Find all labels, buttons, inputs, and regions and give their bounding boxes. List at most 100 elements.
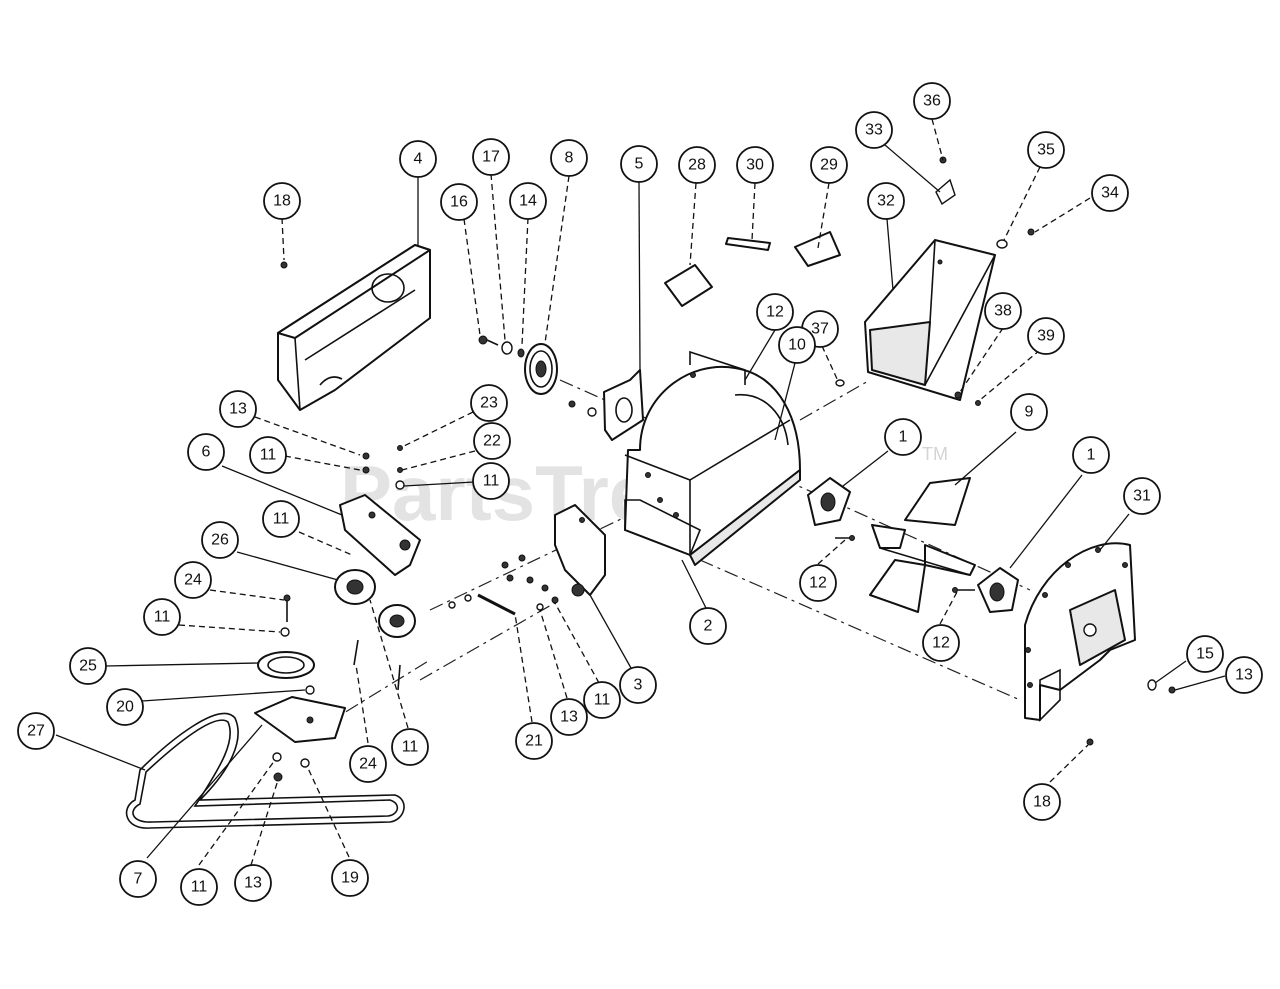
callout-36: 36 [913,82,951,120]
callout-25: 25 [69,647,107,685]
callout-label: 8 [565,150,574,167]
callout-34: 34 [1091,174,1129,212]
callout-label: 12 [932,635,950,652]
callout-13: 13 [1225,656,1263,694]
callout-32: 32 [867,182,905,220]
callout-label: 1 [1087,447,1096,464]
callout-11: 11 [262,500,300,538]
callout-label: 5 [635,156,644,173]
callout-label: 32 [877,193,895,210]
callout-label: 3 [634,677,643,694]
callout-label: 39 [1037,328,1055,345]
callout-label: 11 [594,692,611,709]
callout-label: 38 [994,303,1012,320]
callout-29: 29 [810,146,848,184]
callout-label: 14 [519,193,537,210]
leader-lines [55,118,1226,866]
callout-33: 33 [855,111,893,149]
callout-label: 25 [79,658,97,675]
callout-16: 16 [440,183,478,221]
callout-10: 10 [778,326,816,364]
part-idler-pulleys [334,569,416,691]
callout-4: 4 [399,140,437,178]
callout-label: 19 [341,870,359,887]
callout-19: 19 [331,859,369,897]
callout-21: 21 [515,722,553,760]
callout-label: 11 [191,879,208,896]
callout-11: 11 [583,681,621,719]
callout-9: 9 [1010,393,1048,431]
callout-20: 20 [106,688,144,726]
callout-38: 38 [984,292,1022,330]
callout-label: 10 [788,337,806,354]
part-flange-bearing-left [807,477,855,541]
callout-24: 24 [174,561,212,599]
callout-label: 13 [560,709,578,726]
callout-11: 11 [180,868,218,906]
callout-8: 8 [550,139,588,177]
callout-label: 11 [402,739,419,756]
callout-label: 37 [811,321,829,338]
callout-label: 16 [450,194,468,211]
callout-11: 11 [249,436,287,474]
callout-label: 9 [1025,404,1034,421]
callout-label: 24 [184,572,202,589]
callout-label: 11 [483,473,500,490]
callout-label: 30 [746,157,764,174]
callout-label: 34 [1101,185,1119,202]
callout-label: 24 [359,756,377,773]
callout-2: 2 [689,607,727,645]
callout-18: 18 [263,182,301,220]
callout-11: 11 [143,598,181,636]
callout-27: 27 [17,712,55,750]
callout-label: 4 [414,151,423,168]
decals [664,231,841,307]
part-mounting-bracket [554,504,606,597]
callout-label: 29 [820,157,838,174]
callout-label: 12 [766,304,784,321]
callout-37: 37 [801,310,839,348]
callout-label: 12 [809,575,827,592]
callout-26: 26 [201,521,239,559]
callout-11: 11 [472,462,510,500]
callout-label: 2 [704,618,713,635]
callout-label: 18 [273,193,291,210]
callout-label: 15 [1196,646,1214,663]
hardware-16-17-14 [478,335,525,358]
callout-35: 35 [1027,131,1065,169]
callout-22: 22 [473,422,511,460]
part-engine-pulley [257,594,315,679]
callout-label: 27 [27,723,45,740]
callout-label: 26 [211,532,229,549]
callout-12: 12 [756,293,794,331]
watermark-trademark: TM [922,444,948,464]
callout-label: 21 [525,733,543,750]
callout-1: 1 [1072,436,1110,474]
callout-15: 15 [1186,635,1224,673]
callout-label: 36 [923,93,941,110]
callout-3: 3 [619,666,657,704]
hardware-38-39-37 [835,379,981,406]
part-idler-bracket [339,445,421,576]
callout-label: 13 [1235,667,1253,684]
callout-label: 11 [273,511,290,528]
callout-label: 35 [1037,142,1055,159]
part-blower-housing [624,350,801,566]
callout-30: 30 [736,146,774,184]
callout-label: 18 [1033,794,1051,811]
callout-label: 7 [134,871,143,888]
callout-5: 5 [620,145,658,183]
part-housing-back-plate [1024,542,1136,722]
callout-label: 13 [244,875,262,892]
callout-label: 11 [154,609,171,626]
callout-label: 33 [865,122,883,139]
callout-31: 31 [1123,477,1161,515]
callout-label: 1 [899,429,908,446]
callout-label: 28 [688,157,706,174]
callout-1: 1 [884,418,922,456]
callout-label: 11 [260,447,277,464]
callout-17: 17 [472,138,510,176]
callout-label: 31 [1133,488,1151,505]
callout-13: 13 [219,390,257,428]
